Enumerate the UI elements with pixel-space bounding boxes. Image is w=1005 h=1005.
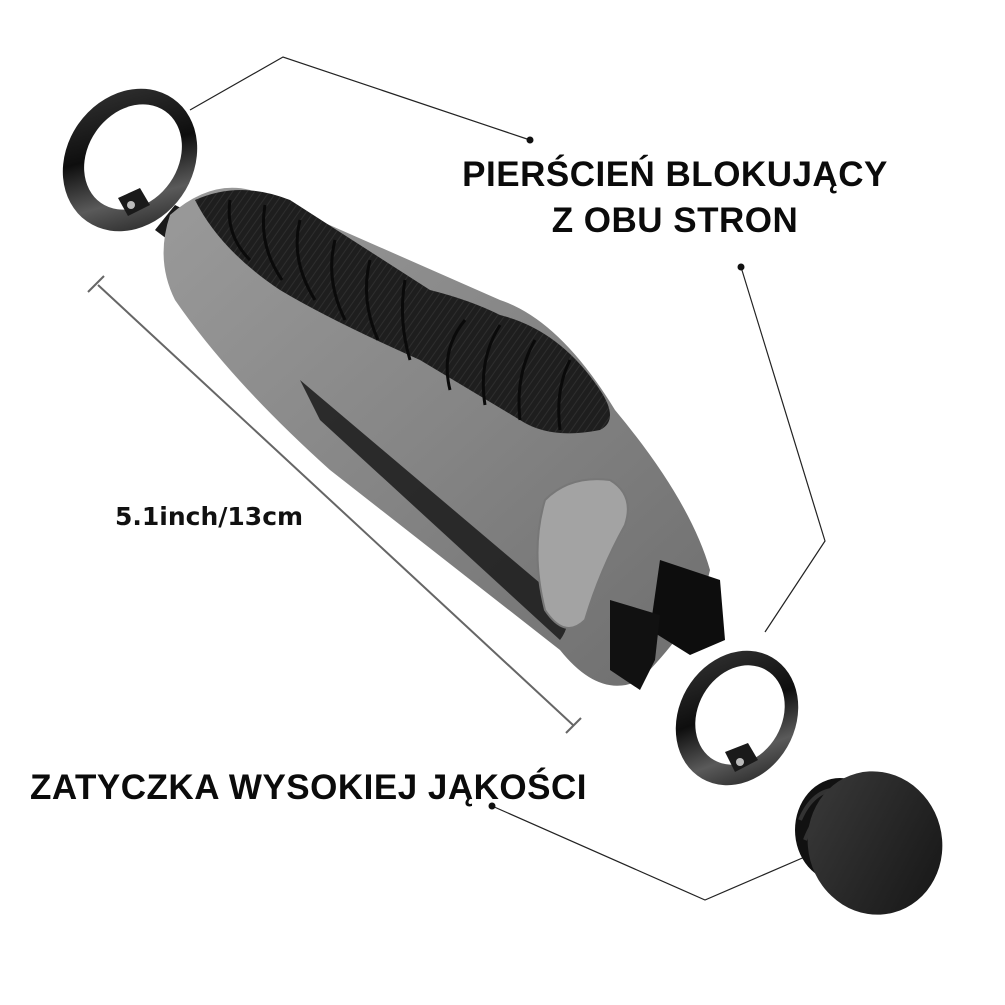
handlebar-grip-image [155, 187, 725, 690]
end-plug-image [795, 771, 943, 915]
dimension-label: 5.1inch/13cm [115, 502, 304, 531]
dimension-line [87, 275, 582, 734]
bottom-locking-ring-image [675, 650, 799, 786]
end-plug-callout: ZATYCZKA WYSOKIEJ JĄKOŚCI [30, 768, 587, 807]
top-locking-ring-image [62, 88, 198, 232]
leader-line-end-plug [488, 802, 808, 901]
leader-line-bottom-ring [737, 263, 826, 633]
locking-ring-callout-line2: Z OBU STRON [551, 201, 799, 240]
locking-ring-callout: PIERŚCIEŃ BLOKUJĄCY Z OBU STRON [440, 152, 910, 244]
locking-ring-callout-line1: PIERŚCIEŃ BLOKUJĄCY [462, 155, 888, 194]
leader-line-top-ring [189, 56, 534, 144]
